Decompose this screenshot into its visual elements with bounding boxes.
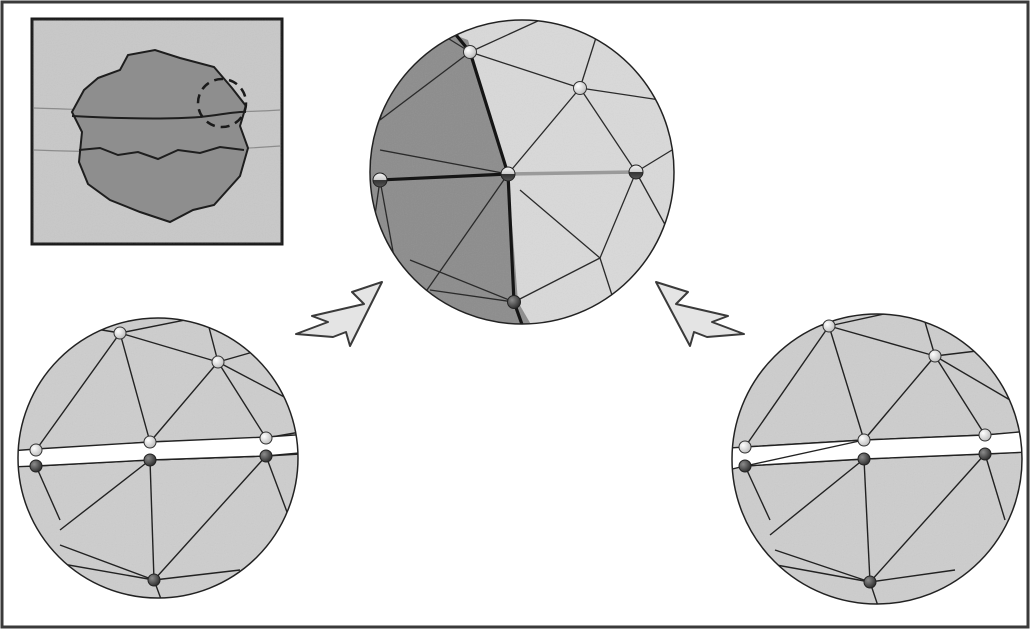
right-sphere-node <box>979 429 991 441</box>
top-sphere-node <box>501 167 515 181</box>
top-sphere-node <box>373 173 387 187</box>
right-sphere-node <box>979 448 991 460</box>
right-sphere-node <box>858 434 870 446</box>
right-sphere-node <box>864 576 876 588</box>
top-sphere-node <box>464 46 477 59</box>
right-sphere-node <box>929 350 941 362</box>
left-sphere-node <box>114 327 126 339</box>
left-sphere-node <box>144 454 156 466</box>
left-sphere-node <box>260 432 272 444</box>
left-sphere-node <box>144 436 156 448</box>
right-sphere-node <box>858 453 870 465</box>
right-sphere-node <box>739 460 751 472</box>
top-sphere-node <box>574 82 587 95</box>
left-sphere-node <box>260 450 272 462</box>
left-sphere-node <box>30 460 42 472</box>
top-sphere-node <box>508 296 521 309</box>
top-sphere-seam <box>508 172 636 174</box>
left-sphere-node <box>30 444 42 456</box>
top-sphere-node <box>629 165 643 179</box>
right-sphere-node <box>823 320 835 332</box>
left-sphere-node <box>148 574 160 586</box>
right-sphere-node <box>739 441 751 453</box>
inset-panel <box>32 19 282 244</box>
left-sphere-node <box>212 356 224 368</box>
